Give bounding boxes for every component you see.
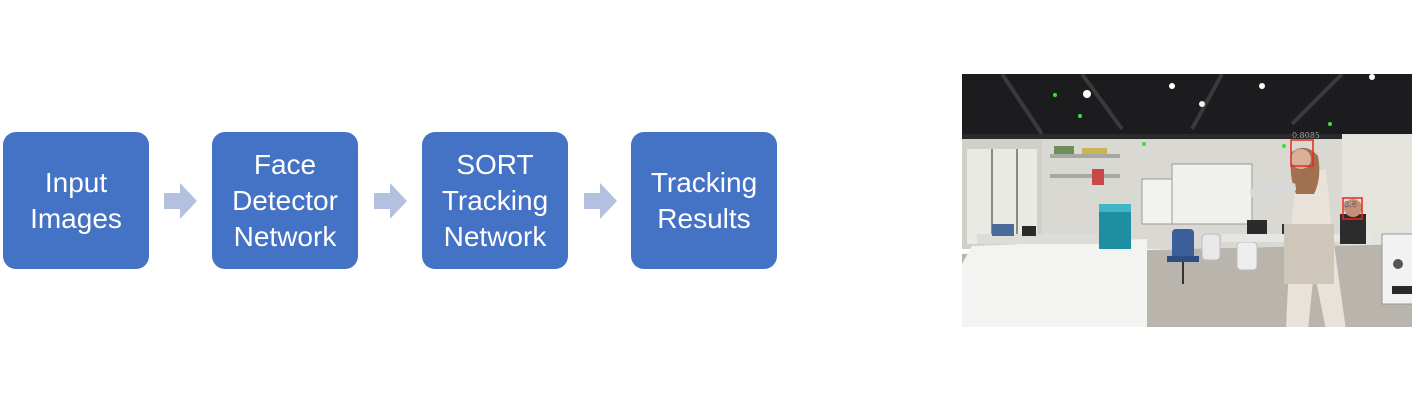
step-label-line: Tracking — [650, 166, 758, 198]
step-label-line: Tracking — [441, 184, 549, 216]
step-label-line: Images — [30, 202, 122, 234]
step-label-line: Network — [233, 220, 337, 252]
arrow-right-icon — [584, 183, 617, 219]
step-label-line: Network — [443, 220, 547, 252]
step-label-line: Results — [657, 202, 751, 234]
arrow-right-icon — [164, 183, 197, 219]
arrow-right-icon — [374, 183, 407, 219]
step-sort-tracking-network: SORT Tracking Network — [422, 132, 568, 269]
tracking-result-photo: 0.8085 0.8 — [962, 74, 1412, 327]
detection-score-label: 0.8085 — [1292, 131, 1320, 140]
step-label-line: Face — [253, 148, 317, 180]
step-input-images: Input Images — [3, 132, 149, 269]
step-face-detector-network: Face Detector Network — [212, 132, 358, 269]
step-label-line: SORT — [456, 148, 534, 180]
face-detection-box — [1290, 139, 1314, 167]
detection-score-label: 0.8 — [1344, 200, 1357, 209]
step-label-line: Input — [44, 166, 108, 198]
step-tracking-results: Tracking Results — [631, 132, 777, 269]
face-detection-box — [1342, 197, 1363, 220]
step-label-line: Detector — [232, 184, 338, 216]
